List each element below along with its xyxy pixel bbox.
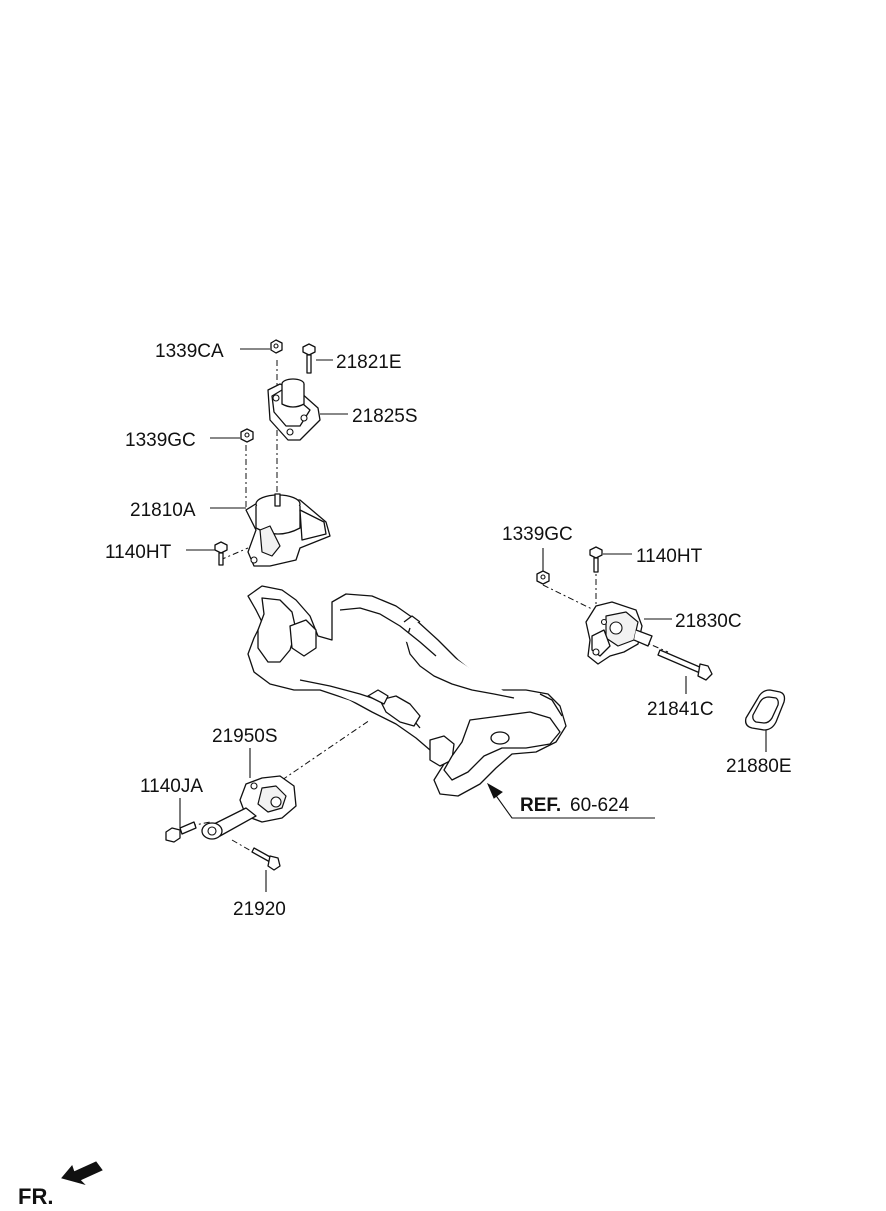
label-21880E: 21880E [726,756,792,777]
leader-lines [179,348,767,892]
front-arrow-icon [61,1161,103,1185]
roll-rod-21950S [201,775,297,840]
label-1339GC-left: 1339GC [125,430,196,451]
nut-1339GC-left [240,428,254,443]
label-21841C: 21841C [647,699,714,720]
assembly-dash-lines [189,360,669,856]
label-21821E: 21821E [336,352,402,373]
engine-mount-21810A [245,493,331,567]
bolt-1140JA [165,821,197,843]
label-21810A: 21810A [130,500,196,521]
ref-prefix: REF. [520,795,561,816]
bolt-21841C [657,649,713,681]
label-21830C: 21830C [675,611,742,632]
cover-21880E [744,689,786,731]
label-1140HT-right: 1140HT [636,546,703,567]
label-21920: 21920 [233,899,286,920]
label-1140HT-left: 1140HT [105,542,172,563]
label-1140JA: 1140JA [140,776,203,797]
bolt-21920 [251,847,281,871]
nut-1339GC-right [536,570,550,585]
sub-frame [247,585,567,797]
label-1339GC-right: 1339GC [502,524,573,545]
transmission-mount-21830C [585,601,653,665]
label-21950S: 21950S [212,726,278,747]
label-21825S: 21825S [352,406,418,427]
front-label: FR. [18,1184,53,1209]
bolt-1140HT-left [214,541,228,566]
mount-bracket-21825S [267,378,321,441]
bolt-21821E [302,343,316,374]
nut-1339CA [270,339,283,354]
ref-number: 60-624 [570,795,630,816]
front-direction-marker: FR. [18,1161,103,1209]
label-1339CA: 1339CA [155,341,224,362]
bolt-1140HT-right [589,546,603,573]
